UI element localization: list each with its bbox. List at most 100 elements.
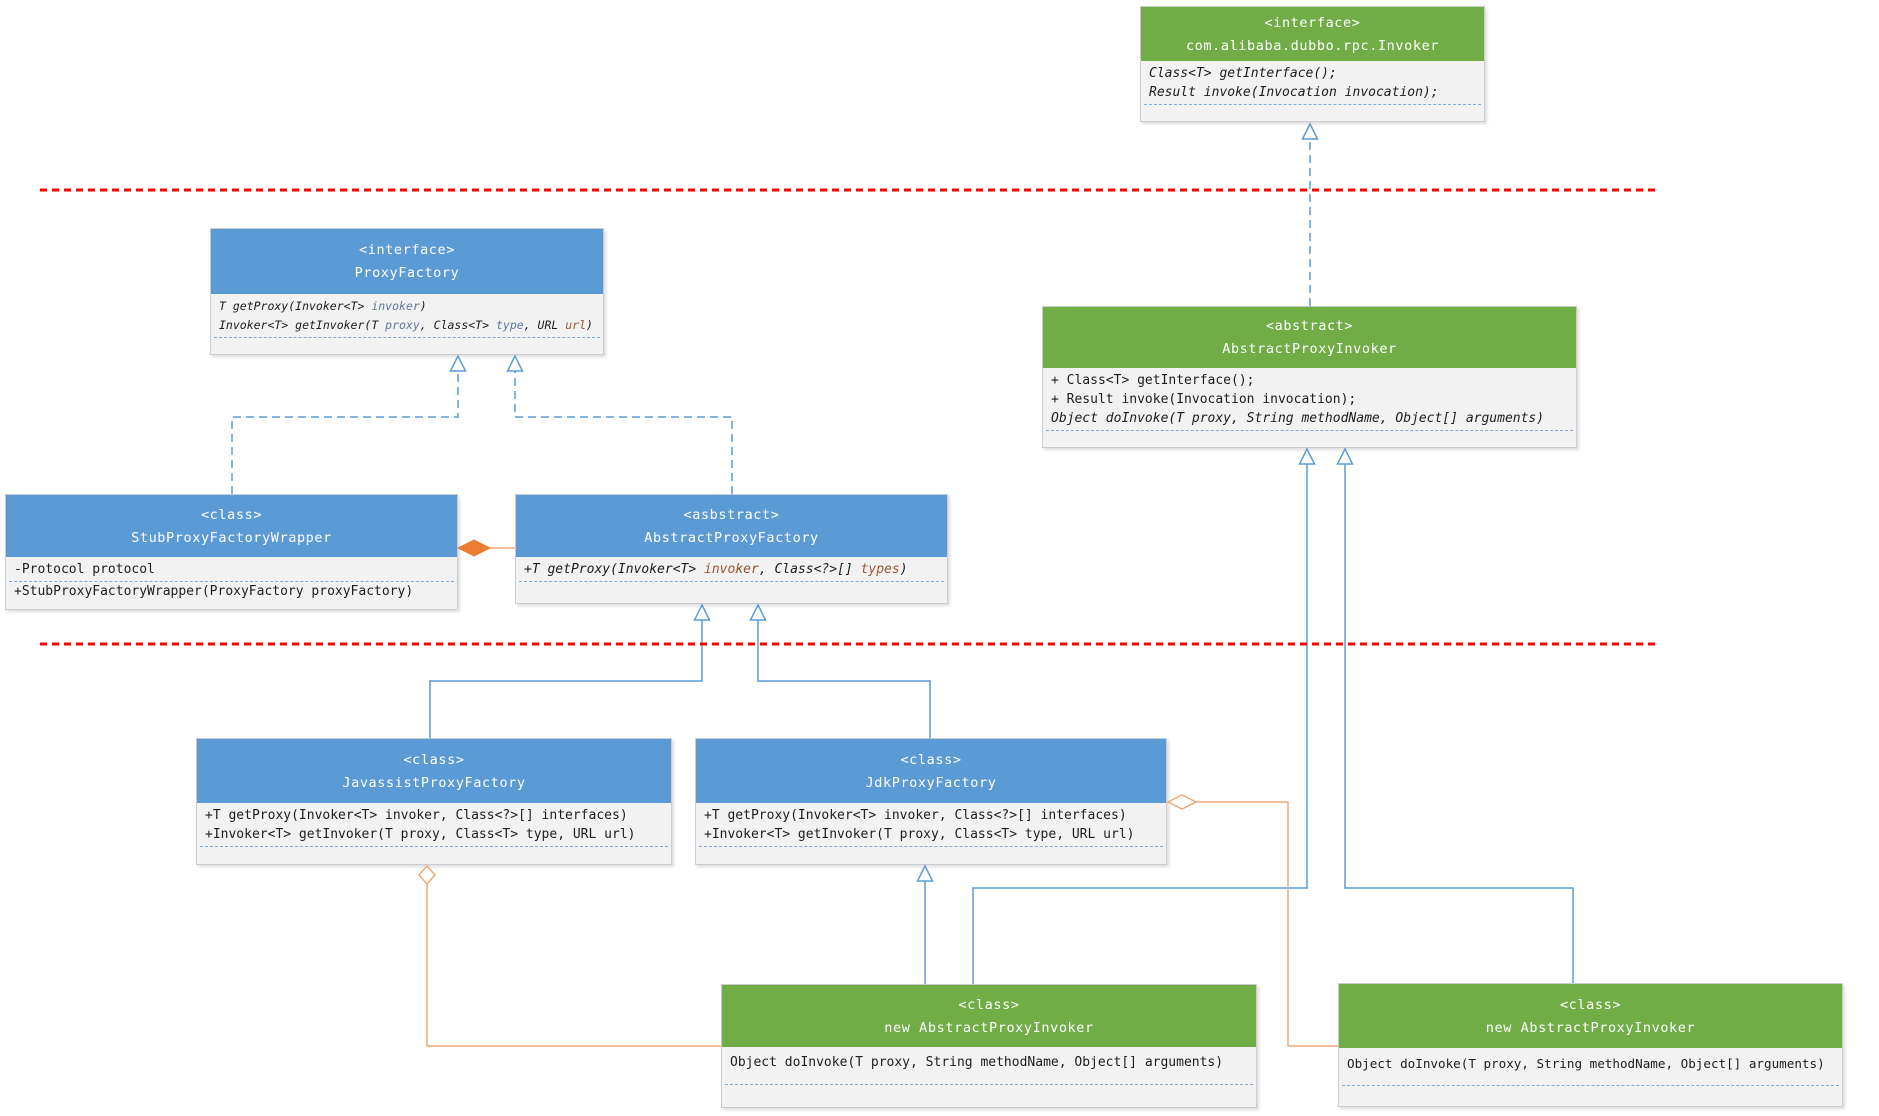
class-box-stubproxyfactorywrapper: <class> StubProxyFactoryWrapper -Protoco… bbox=[5, 494, 458, 610]
method-signature: +Invoker<T> getInvoker(T proxy, Class<T>… bbox=[704, 827, 1135, 842]
hollow-arrow-icon bbox=[916, 864, 934, 882]
hollow-arrow-icon bbox=[693, 603, 711, 621]
compartment-divider bbox=[1144, 104, 1481, 105]
method-signature: +T getProxy(Invoker<T> invoker, Class<?>… bbox=[704, 808, 1127, 823]
stereotype-label: <class> bbox=[403, 751, 465, 768]
class-header: <asbstract> AbstractProxyFactory bbox=[516, 495, 947, 557]
class-name-label: new AbstractProxyInvoker bbox=[884, 1019, 1094, 1036]
class-body: Object doInvoke(T proxy, String methodNa… bbox=[722, 1047, 1256, 1085]
attribute-list: -Protocol protocol bbox=[6, 560, 457, 579]
class-name-label: com.alibaba.dubbo.rpc.Invoker bbox=[1185, 37, 1440, 54]
class-body: T getProxy(Invoker<T> invoker)Invoker<T>… bbox=[211, 294, 603, 338]
realization-abstractproxyinvoker-to-invoker bbox=[1301, 122, 1319, 306]
stereotype-label: <class> bbox=[200, 506, 263, 523]
method-list: +T getProxy(Invoker<T> invoker, Class<?>… bbox=[696, 806, 1166, 844]
stereotype-label: <abstract> bbox=[1265, 318, 1354, 334]
class-body: +T getProxy(Invoker<T> invoker, Class<?>… bbox=[696, 803, 1166, 847]
method-list: Class<T> getInterface(); Result invoke(In… bbox=[1141, 64, 1484, 102]
composition-stub-abstractproxyfactory bbox=[456, 539, 515, 557]
class-header: <class> StubProxyFactoryWrapper bbox=[6, 495, 457, 557]
class-name-label: JdkProxyFactory bbox=[865, 774, 997, 791]
class-box-abstractproxyinvoker: <abstract> AbstractProxyInvoker + Class<… bbox=[1042, 306, 1577, 448]
method-signature: +StubProxyFactoryWrapper(ProxyFactory pr… bbox=[14, 584, 414, 599]
class-name-label: ProxyFactory bbox=[354, 265, 460, 281]
compartment-divider bbox=[519, 581, 944, 582]
class-body: Class<T> getInterface(); Result invoke(In… bbox=[1141, 61, 1484, 105]
method-signature: -Protocol protocol bbox=[14, 562, 155, 577]
compartment-divider bbox=[725, 1084, 1253, 1085]
compartment-divider bbox=[1046, 430, 1573, 431]
class-name-label: AbstractProxyFactory bbox=[644, 529, 819, 546]
filled-diamond-icon bbox=[456, 539, 492, 557]
method-list: T getProxy(Invoker<T> invoker)Invoker<T>… bbox=[211, 297, 603, 335]
inheritance-newinvoker-left-to-abstractproxyinvoker bbox=[972, 447, 1316, 984]
class-header: <interface> com.alibaba.dubbo.rpc.Invoke… bbox=[1141, 7, 1484, 61]
hollow-arrow-icon bbox=[1298, 447, 1316, 465]
method-signature: +Invoker<T> getInvoker(T proxy, Class<T>… bbox=[205, 827, 636, 842]
stereotype-label: <interface> bbox=[358, 242, 455, 258]
hollow-arrow-icon bbox=[1301, 122, 1319, 140]
compartment-divider bbox=[200, 846, 668, 847]
compartment-divider bbox=[699, 846, 1163, 847]
class-header: <class> new AbstractProxyInvoker bbox=[1339, 984, 1842, 1048]
inheritance-newinvoker-right-to-abstractproxyinvoker bbox=[1336, 447, 1574, 983]
class-body: -Protocol protocol +StubProxyFactoryWrap… bbox=[6, 557, 457, 601]
inheritance-javassist-to-abstractproxyfactory bbox=[429, 603, 711, 738]
class-body: + Class<T> getInterface(); + Result invok… bbox=[1043, 368, 1576, 431]
class-name-label: new AbstractProxyInvoker bbox=[1485, 1019, 1696, 1036]
hollow-arrow-icon bbox=[749, 603, 767, 621]
class-name-label: StubProxyFactoryWrapper bbox=[131, 529, 332, 546]
method-list: +StubProxyFactoryWrapper(ProxyFactory pr… bbox=[6, 582, 457, 601]
class-header: <class> new AbstractProxyInvoker bbox=[722, 985, 1256, 1047]
compartment-divider bbox=[214, 337, 600, 338]
method-signature: Result invoke(Invocation invocation); bbox=[1149, 85, 1439, 100]
class-box-new-abstractproxyinvoker-right: <class> new AbstractProxyInvoker Object … bbox=[1338, 983, 1843, 1107]
method-list: Object doInvoke(T proxy, String methodNa… bbox=[722, 1053, 1256, 1072]
class-name-label: JavassistProxyFactory bbox=[342, 774, 526, 791]
class-box-jdkproxyfactory: <class> JdkProxyFactory +T getProxy(Invo… bbox=[695, 738, 1167, 865]
class-box-proxyfactory: <interface> ProxyFactory T getProxy(Invo… bbox=[210, 228, 604, 355]
stereotype-label: <class> bbox=[1559, 996, 1622, 1013]
realization-abstractproxyfactory-to-proxyfactory bbox=[506, 354, 733, 494]
method-signature: Object doInvoke(T proxy, String methodNa… bbox=[730, 1055, 1224, 1070]
method-list: + Class<T> getInterface(); + Result invok… bbox=[1043, 371, 1576, 428]
class-box-abstractproxyfactory: <asbstract> AbstractProxyFactory +T getP… bbox=[515, 494, 948, 604]
compartment-divider bbox=[9, 581, 454, 582]
method-signature: +T getProxy(Invoker<T> invoker, Class<?>… bbox=[524, 562, 908, 577]
class-box-new-abstractproxyinvoker-left: <class> new AbstractProxyInvoker Object … bbox=[721, 984, 1257, 1108]
aggregation-javassist-newinvoker-left bbox=[417, 864, 721, 1047]
method-signature: Class<T> getInterface(); bbox=[1149, 66, 1337, 81]
hollow-diamond-icon bbox=[1166, 794, 1198, 810]
class-header: <interface> ProxyFactory bbox=[211, 229, 603, 294]
realization-stub-to-proxyfactory bbox=[231, 354, 467, 494]
class-body: Object doInvoke(T proxy, String methodNa… bbox=[1339, 1048, 1842, 1086]
class-body: +T getProxy(Invoker<T> invoker, Class<?>… bbox=[197, 803, 671, 847]
method-signature: + Result invoke(Invocation invocation); bbox=[1051, 392, 1357, 407]
hollow-diamond-icon bbox=[417, 864, 437, 886]
inheritance-jdk-to-abstractproxyfactory bbox=[749, 603, 931, 738]
class-header: <class> JavassistProxyFactory bbox=[197, 739, 671, 803]
class-body: +T getProxy(Invoker<T> invoker, Class<?>… bbox=[516, 557, 947, 582]
method-signature: Object doInvoke(T proxy, String methodNa… bbox=[1051, 411, 1545, 426]
method-signature: +T getProxy(Invoker<T> invoker, Class<?>… bbox=[205, 808, 628, 823]
stereotype-label: <class> bbox=[900, 751, 962, 768]
class-box-javassistproxyfactory: <class> JavassistProxyFactory +T getProx… bbox=[196, 738, 672, 865]
method-list: +T getProxy(Invoker<T> invoker, Class<?>… bbox=[516, 560, 947, 579]
class-box-invoker-interface: <interface> com.alibaba.dubbo.rpc.Invoke… bbox=[1140, 6, 1485, 122]
stereotype-label: <class> bbox=[958, 996, 1020, 1013]
compartment-divider bbox=[1342, 1085, 1839, 1086]
class-header: <abstract> AbstractProxyInvoker bbox=[1043, 307, 1576, 368]
method-signature: Object doInvoke(T proxy, String methodNa… bbox=[1347, 1056, 1825, 1071]
class-header: <class> JdkProxyFactory bbox=[696, 739, 1166, 803]
hollow-arrow-icon bbox=[506, 354, 524, 372]
method-signature: + Class<T> getInterface(); bbox=[1051, 373, 1255, 388]
class-name-label: AbstractProxyInvoker bbox=[1222, 341, 1397, 357]
hollow-arrow-icon bbox=[1336, 447, 1354, 465]
stereotype-label: <asbstract> bbox=[683, 506, 780, 523]
method-signature: T getProxy(Invoker<T> invoker) bbox=[219, 299, 427, 313]
stereotype-label: <interface> bbox=[1264, 14, 1361, 31]
inheritance-newinvoker-left-to-jdk bbox=[916, 864, 934, 984]
method-list: Object doInvoke(T proxy, String methodNa… bbox=[1339, 1054, 1842, 1073]
hollow-arrow-icon bbox=[449, 354, 467, 372]
